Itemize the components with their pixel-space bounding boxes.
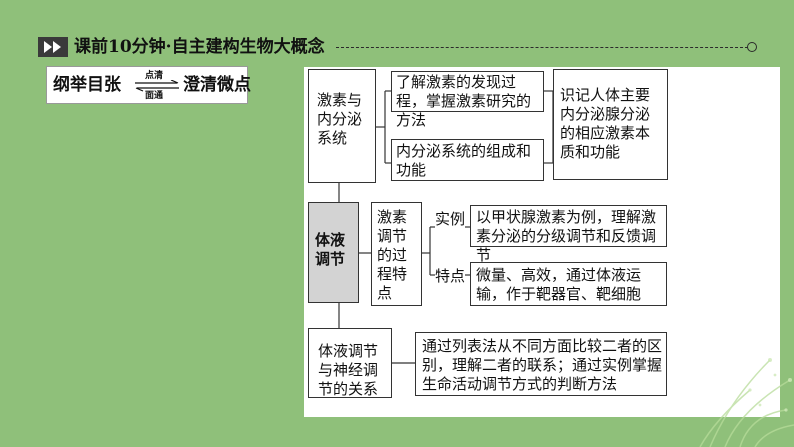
box-example-thyroid-text: 以甲状腺激素为例，理解激素分泌的分级调节和反馈调节 [476, 208, 657, 264]
label-example: 实例 [435, 210, 466, 228]
label-feature: 特点 [435, 267, 466, 285]
box-hormone-discovery: 了解激素的发现过程，掌握激素研究的方法 [391, 71, 544, 129]
double-chevron-icon [38, 37, 68, 57]
box-hormone-endocrine: 激素与内分泌系统 [308, 69, 376, 183]
box-regulation-process: 激素调节的过程特点 [371, 202, 422, 306]
double-arrow-icon [135, 80, 179, 92]
grass-decoration-icon [699, 358, 794, 447]
box-feature-text: 微量、高效，通过体液运输，作于靶器官、靶细胞 [476, 266, 642, 303]
tag-arrow: 点清 面通 [133, 70, 181, 102]
tag-top-small: 点清 [145, 71, 164, 81]
box-compare-methods-text: 通过列表法从不同方面比较二者的区别，理解二者的联系；通过实例掌握生命活动调节方式… [422, 337, 663, 393]
box-endocrine-system-text: 内分泌系统的组成和功能 [396, 142, 532, 179]
box-humoral-neural-relation: 体液调节与神经调节的关系 [308, 328, 392, 398]
section-tag: 纲举目张 点清 面通 澄清微点 [46, 66, 251, 104]
box-regulation-process-text: 激素调节的过程特点 [377, 208, 408, 302]
box-example-thyroid: 以甲状腺激素为例，理解激素分泌的分级调节和反馈调节 [470, 205, 667, 264]
divider-end-circle [747, 42, 757, 52]
tag-right-text: 澄清微点 [183, 75, 251, 95]
tag-left-text: 纲举目张 [53, 75, 121, 95]
header-divider [336, 47, 748, 48]
box-memorize-hormones-text: 识记人体主要内分泌腺分泌的相应激素本质和功能 [560, 86, 651, 161]
box-humoral-regulation-text: 体液调节 [315, 231, 346, 268]
box-feature: 微量、高效，通过体液运输，作于靶器官、靶细胞 [470, 262, 667, 306]
tag-bottom-small: 面通 [145, 91, 164, 101]
box-endocrine-system: 内分泌系统的组成和功能 [391, 139, 544, 181]
box-memorize-hormones: 识记人体主要内分泌腺分泌的相应激素本质和功能 [553, 69, 668, 180]
box-compare-methods: 通过列表法从不同方面比较二者的区别，理解二者的联系；通过实例掌握生命活动调节方式… [415, 332, 667, 396]
box-hormone-discovery-text: 了解激素的发现过程，掌握激素研究的方法 [396, 73, 532, 129]
box-humoral-neural-relation-text: 体液调节与神经调节的关系 [318, 342, 379, 398]
concept-diagram: 激素与内分泌系统 体液调节 体液调节与神经调节的关系 了解激素的发现过程，掌握激… [304, 67, 780, 417]
box-hormone-endocrine-text: 激素与内分泌系统 [317, 91, 363, 147]
section-title: 课前10分钟·自主建构生物大概念 [74, 37, 325, 57]
box-humoral-regulation: 体液调节 [308, 202, 359, 303]
